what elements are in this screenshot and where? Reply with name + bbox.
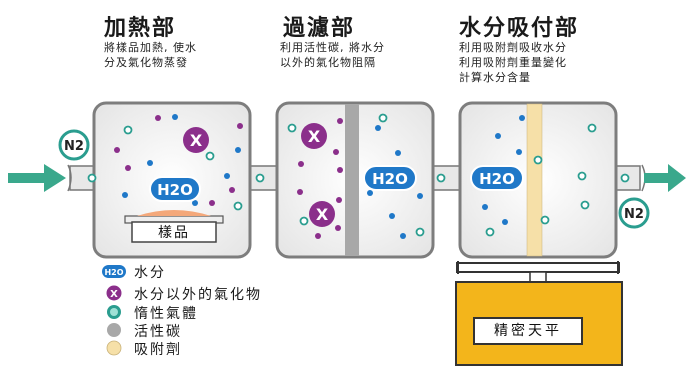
x-molecule-filter-top: X <box>301 123 327 149</box>
h2o-molecule-heating: H2O <box>149 176 201 202</box>
svg-text:X: X <box>316 205 329 224</box>
legend-n2-molecule-icon <box>107 305 121 319</box>
svg-text:H2O: H2O <box>479 170 515 188</box>
x-molecule-filter-bottom: X <box>309 201 335 227</box>
activated-carbon-layer <box>345 104 359 256</box>
n2-molecule-outlet: N2 <box>618 197 650 229</box>
h2o-molecule-absorption: H2O <box>470 165 524 191</box>
sample-tray <box>131 221 217 243</box>
sample-label: 樣品 <box>158 224 190 241</box>
legend-h2o-icon: H2O <box>102 265 126 278</box>
legend-label-other-gas: 水分以外的氣化物 <box>134 287 262 303</box>
other-gas-particles <box>114 115 343 239</box>
svg-text:N2: N2 <box>624 207 644 222</box>
legend-label-water: 水分 <box>134 265 166 281</box>
svg-text:X: X <box>190 131 203 150</box>
heating-section-desc-line1: 將樣品加熱, 使水 <box>104 41 197 54</box>
svg-text:H2O: H2O <box>372 170 408 188</box>
legend-label-inert-gas: 惰性氣體 <box>134 306 198 322</box>
sample-material <box>137 210 211 216</box>
x-molecule-heating: X <box>183 127 209 153</box>
absorption-section-desc-line3: 計算水分含量 <box>459 71 531 84</box>
precision-balance <box>455 261 623 366</box>
water-particles <box>122 114 525 239</box>
filter-section-desc-line1: 利用活性碳, 將水分 <box>280 41 385 54</box>
svg-text:X: X <box>110 289 118 300</box>
svg-text:H2O: H2O <box>157 181 193 199</box>
legend-activated-carbon-icon <box>107 323 121 337</box>
legend-x-molecule-icon: X <box>106 285 122 301</box>
svg-text:X: X <box>308 127 321 146</box>
filter-section-title: 過濾部 <box>283 16 356 41</box>
inert-gas-particles <box>87 113 630 237</box>
legend-label-adsorbent: 吸附劑 <box>134 342 182 358</box>
heating-section-desc-line2: 分及氣化物蒸發 <box>104 56 188 69</box>
legend-label-activated-carbon: 活性碳 <box>134 324 182 340</box>
heating-section-title: 加熱部 <box>104 16 177 41</box>
inlet-arrow <box>8 164 66 192</box>
absorption-section-desc-line2: 利用吸附劑重量變化 <box>459 56 567 69</box>
svg-text:H2O: H2O <box>104 268 123 277</box>
h2o-molecule-filter: H2O <box>363 165 417 191</box>
absorption-section-title: 水分吸付部 <box>459 16 580 41</box>
outlet-arrow <box>644 164 686 192</box>
balance-label: 精密天平 <box>473 317 583 345</box>
adsorbent-layer <box>526 103 543 257</box>
absorption-section-desc-line1: 利用吸附劑吸收水分 <box>459 41 567 54</box>
filter-section-desc-line2: 以外的氣化物阻隔 <box>280 56 376 69</box>
legend-adsorbent-icon <box>106 340 122 356</box>
n2-molecule-inlet: N2 <box>58 129 90 161</box>
svg-text:N2: N2 <box>64 139 84 154</box>
